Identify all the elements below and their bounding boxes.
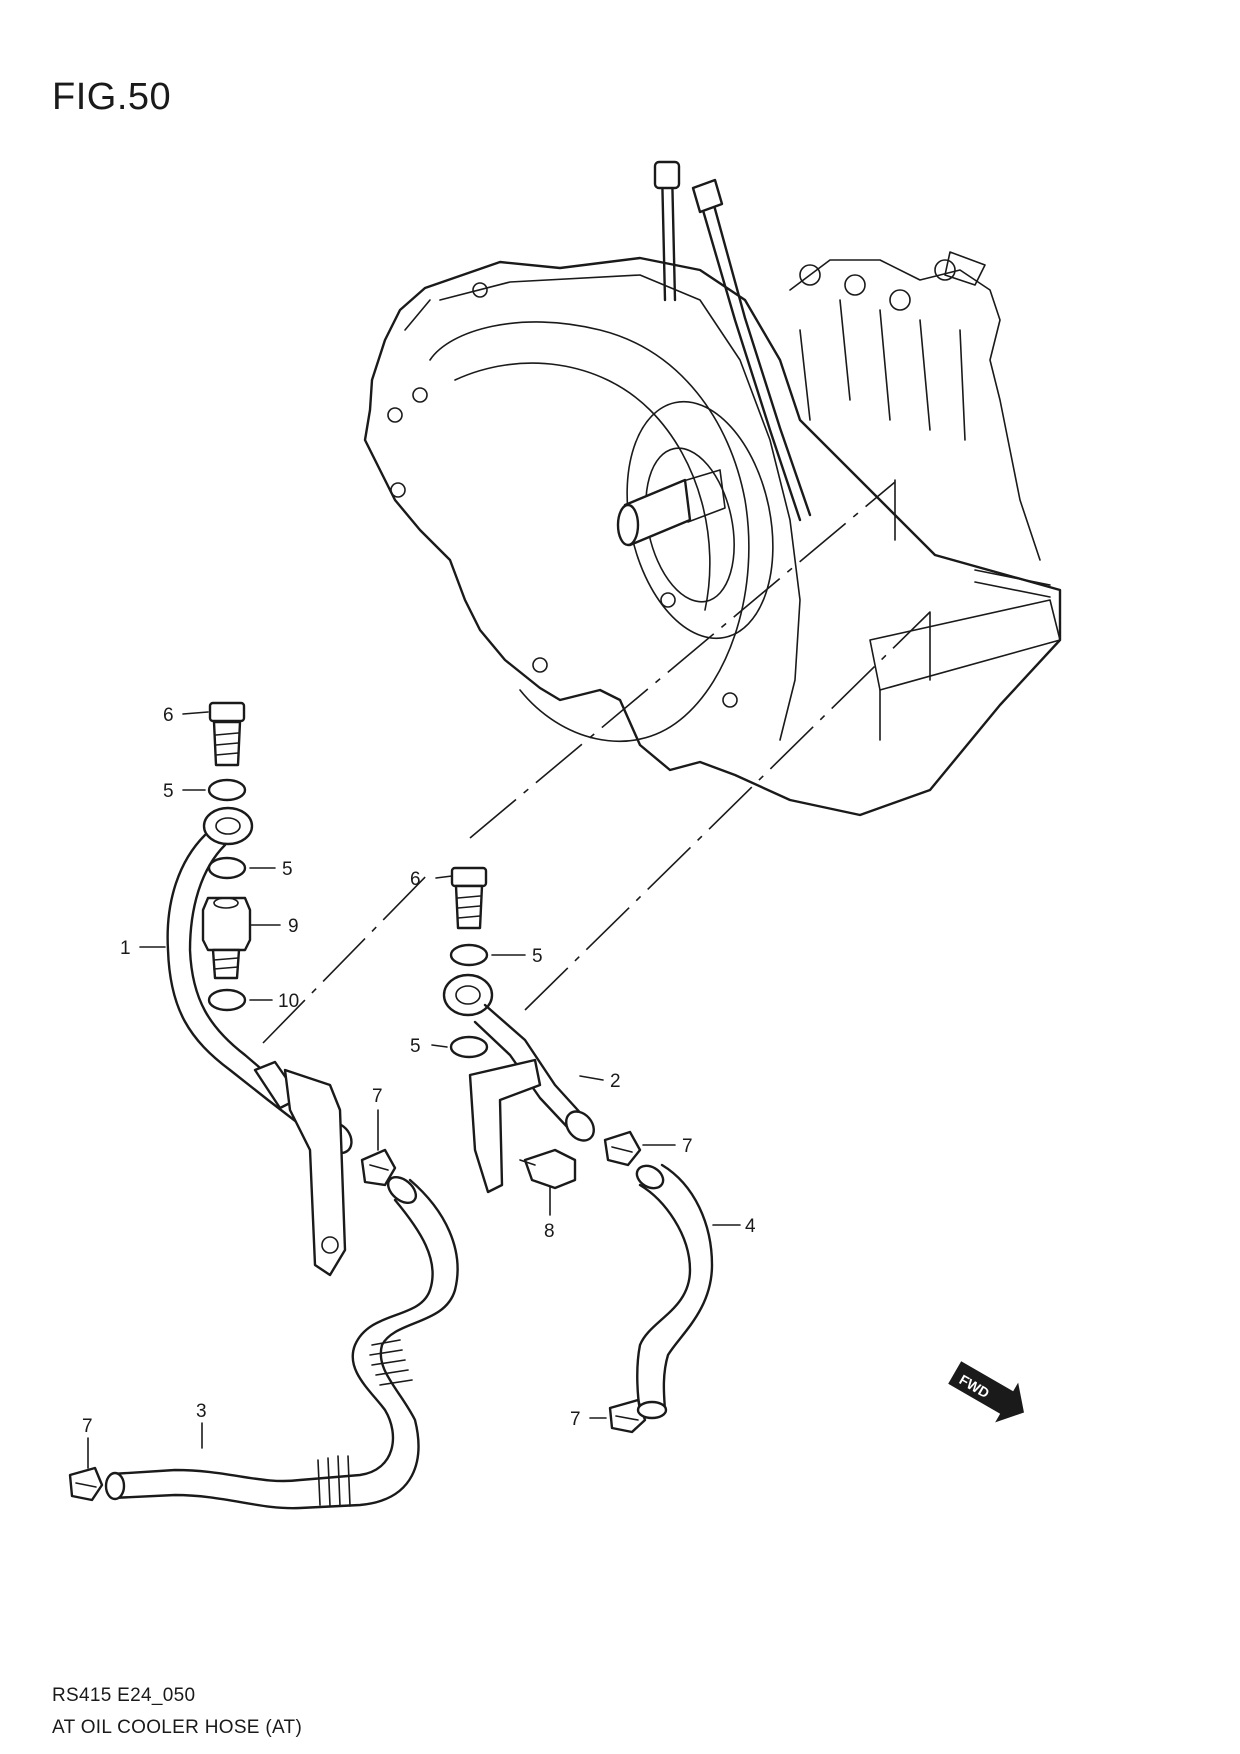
part-6-union-bolt-center [450, 866, 488, 930]
callout-2: 2 [610, 1071, 621, 1092]
part-9-adapter [201, 896, 252, 980]
callout-7-a: 7 [372, 1086, 383, 1107]
callout-5-second: 5 [282, 859, 293, 880]
callout-10: 10 [278, 991, 299, 1012]
part-6-union-bolt-upper [208, 701, 246, 767]
callout-8: 8 [544, 1221, 555, 1242]
callout-3: 3 [196, 1401, 207, 1422]
part-10-gasket [207, 988, 247, 1012]
callout-7-b: 7 [682, 1136, 693, 1157]
part-5-gasket-4 [449, 1035, 489, 1059]
callout-1: 1 [120, 938, 131, 959]
part-7-clamp-c [608, 1398, 647, 1434]
part-1-cooler-pipe [166, 806, 353, 1277]
leader-lines [262, 479, 931, 1044]
part-7-clamp-d [68, 1466, 104, 1502]
part-7-clamp-a [360, 1148, 397, 1187]
callout-4: 4 [745, 1216, 756, 1237]
callout-6-upper: 6 [163, 705, 174, 726]
part-7-clamp-b [603, 1130, 642, 1167]
transmission-assembly [363, 160, 1062, 817]
callout-5-fourth: 5 [410, 1036, 421, 1057]
callout-numbers: 6 5 5 9 1 10 6 5 5 2 7 7 8 4 3 7 7 [82, 705, 756, 1437]
part-8-bolt [519, 1148, 577, 1190]
diagram-code: RS415 E24_050 [52, 1685, 196, 1706]
part-5-gasket-3 [449, 943, 489, 967]
part-4-hose [635, 1163, 714, 1420]
callout-7-d: 7 [82, 1416, 93, 1437]
callout-leaders [87, 711, 741, 1469]
part-5-gasket-1 [207, 778, 247, 802]
part-2-cooler-pipe [442, 973, 595, 1194]
part-3-hose [104, 1175, 459, 1510]
callout-5-third: 5 [532, 946, 543, 967]
part-5-gasket-2 [207, 856, 247, 880]
callout-5-upper: 5 [163, 781, 174, 802]
callout-6-center: 6 [410, 869, 421, 890]
callout-7-c: 7 [570, 1409, 581, 1430]
diagram-description: AT OIL COOLER HOSE (AT) [52, 1717, 303, 1738]
callout-9: 9 [288, 916, 299, 937]
fwd-direction-arrow-icon: FWD [948, 1361, 1024, 1423]
figure-title: FIG.50 [52, 76, 172, 118]
